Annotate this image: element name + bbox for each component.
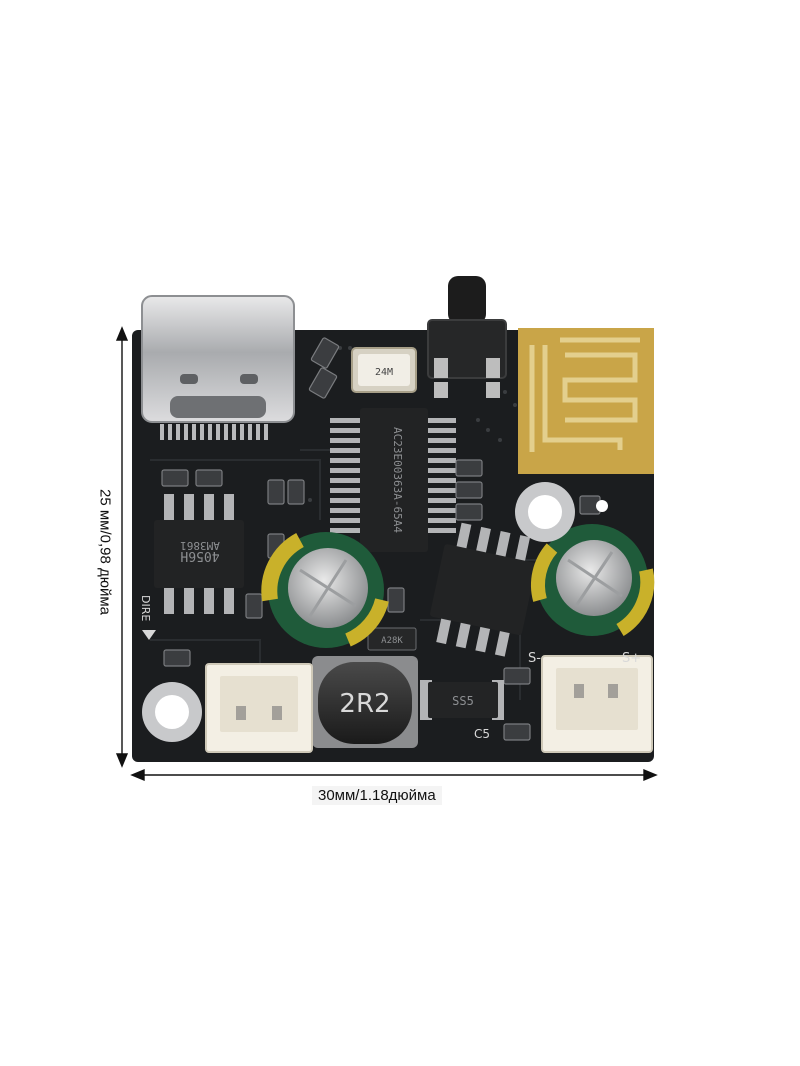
dire-label: DIRE [139, 595, 152, 621]
power-inductor: 2R2 [312, 656, 418, 748]
inductor-label: 2R2 [339, 689, 390, 719]
jst-connector-left [205, 663, 313, 753]
amp-chip-label: AM3861 [180, 539, 220, 552]
push-button-switch [427, 276, 507, 398]
height-dimension-arrow [115, 326, 129, 768]
speaker-neg-label: S- [528, 651, 541, 666]
audio-chip-label: 4056H [180, 548, 219, 563]
main-soc-chip: AC23E00363A-65A4 [330, 408, 456, 552]
usb-c-connector [141, 295, 295, 440]
pcb-antenna [518, 328, 654, 474]
cap-label: C5 [474, 727, 490, 741]
electrolytic-capacitor-right [531, 524, 655, 637]
diode-label: SS5 [452, 694, 474, 708]
crystal-oscillator: 24M [351, 347, 417, 393]
width-dimension-arrow [130, 768, 658, 782]
direction-arrow-mark [142, 630, 156, 640]
mounting-hole-bottom-left [142, 682, 202, 742]
electrolytic-capacitor-left [261, 532, 389, 648]
amplifier-chip-right [430, 522, 537, 657]
height-dimension-label: 25 мм/0,98 дюйма [96, 488, 114, 616]
small-regulator-chip: A28K [367, 627, 417, 651]
mounting-hole-right [515, 482, 575, 542]
schottky-diode: SS5 [420, 680, 504, 720]
small-chip-label: A28K [381, 636, 403, 646]
jst-connector-right [541, 655, 653, 753]
crystal-label: 24M [375, 367, 393, 378]
amplifier-chip-left: 4056H AM3861 [154, 494, 244, 614]
main-chip-label: AC23E00363A-65A4 [391, 427, 404, 533]
small-hole [596, 500, 608, 512]
speaker-pos-label: S+ [622, 651, 641, 666]
width-dimension-label: 30мм/1.18дюйма [312, 786, 442, 805]
